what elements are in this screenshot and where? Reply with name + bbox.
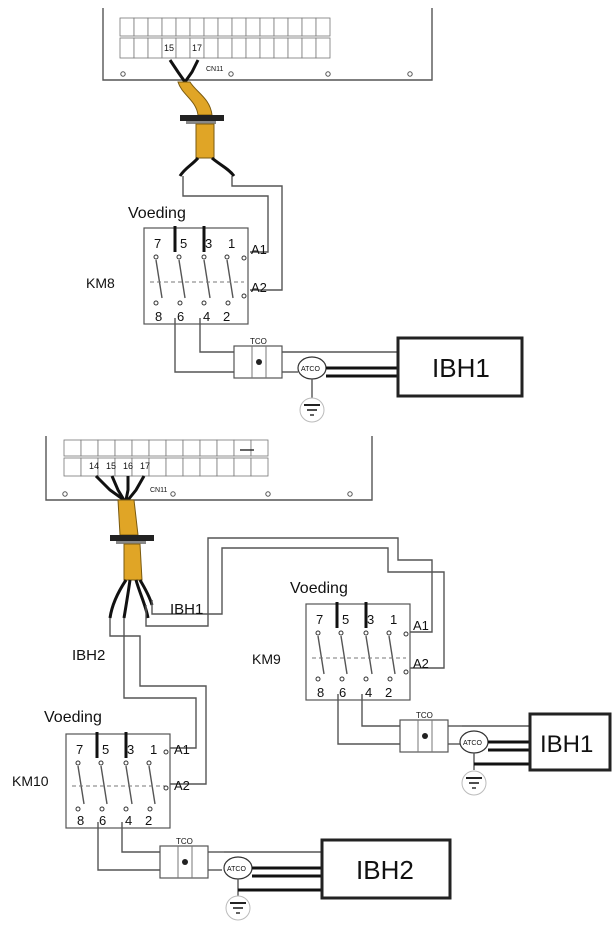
terminal-label: 8 [77,813,84,828]
terminal-label: 7 [154,236,161,251]
supply-label: Voeding [290,580,348,597]
heater-label: IBH1 [540,731,593,758]
contactor-name: KM9 [252,651,281,667]
terminal-label: 1 [150,742,157,757]
bottom-cable-bundle [94,474,154,619]
terminal-label: 8 [155,309,162,324]
coil-label: A1 [174,742,190,757]
terminal-label: 5 [180,236,187,251]
pin-label: 17 [140,461,150,471]
terminal-label: 7 [76,742,83,757]
tco-label: TCO [176,837,193,846]
coil-label: A2 [251,280,267,295]
terminal-label: 6 [177,309,184,324]
connector-label: CN11 [206,66,223,73]
supply-label: Voeding [128,205,186,222]
pin-label: 17 [192,43,202,53]
terminal-label: 5 [342,612,349,627]
coil-label: A1 [251,242,267,257]
terminal-label: 3 [205,236,212,251]
wire-label-ibh1: IBH1 [170,601,203,618]
supply-label: Voeding [44,709,102,726]
terminal-label: 4 [125,813,132,828]
terminal-label: 8 [317,685,324,700]
heater-circuit-km9: TCO ATCO IBH1 [337,694,612,796]
connector-label: CN11 [150,487,167,494]
top-cable-bundle [168,59,236,177]
heater-circuit-km10: TCO ATCO IBH2 [97,822,452,921]
atco-label: ATCO [227,866,246,873]
coil-label: A2 [174,778,190,793]
terminal-label: 1 [390,612,397,627]
terminal-label: 1 [228,236,235,251]
terminal-label: 3 [367,612,374,627]
pin-label: 16 [123,461,133,471]
contactor-km8: Voeding 7 5 3 1 8 6 4 2 A1 A2 KM8 [86,205,267,325]
top-heater-circuit: TCO ATCO IBH1 [174,318,524,423]
contactor-km10: Voeding 7 5 3 1 8 6 4 2 A1 A2 KM10 [12,709,190,829]
terminal-label: 3 [127,742,134,757]
terminal-label: 4 [203,309,210,324]
terminal-label: 6 [99,813,106,828]
top-control-wires [182,176,283,291]
pin-label: 15 [164,43,174,53]
top-controller-board: 15 17 CN11 [102,8,433,81]
tco-label: TCO [416,711,433,720]
contactor-km9: Voeding 7 5 3 1 8 6 4 2 A1 A2 KM9 [252,580,429,701]
coil-label: A2 [413,656,429,671]
terminal-label: 2 [145,813,152,828]
heater-label: IBH1 [432,353,490,383]
pin-label: 14 [89,461,99,471]
terminal-label: 2 [223,309,230,324]
terminal-label: 7 [316,612,323,627]
terminal-label: 4 [365,685,372,700]
heater-label: IBH2 [356,855,414,885]
terminal-label: 2 [385,685,392,700]
coil-label: A1 [413,618,429,633]
bottom-control-wires: IBH1 IBH2 [72,537,445,785]
contactor-name: KM8 [86,275,115,291]
atco-label: ATCO [301,366,320,373]
wire-label-ibh2: IBH2 [72,647,105,664]
tco-label: TCO [250,337,267,346]
terminal-label: 6 [339,685,346,700]
terminal-label: 5 [102,742,109,757]
pin-label: 15 [106,461,116,471]
bottom-controller-board: 14 15 16 17 CN11 [45,436,373,501]
atco-label: ATCO [463,740,482,747]
contactor-name: KM10 [12,773,49,789]
